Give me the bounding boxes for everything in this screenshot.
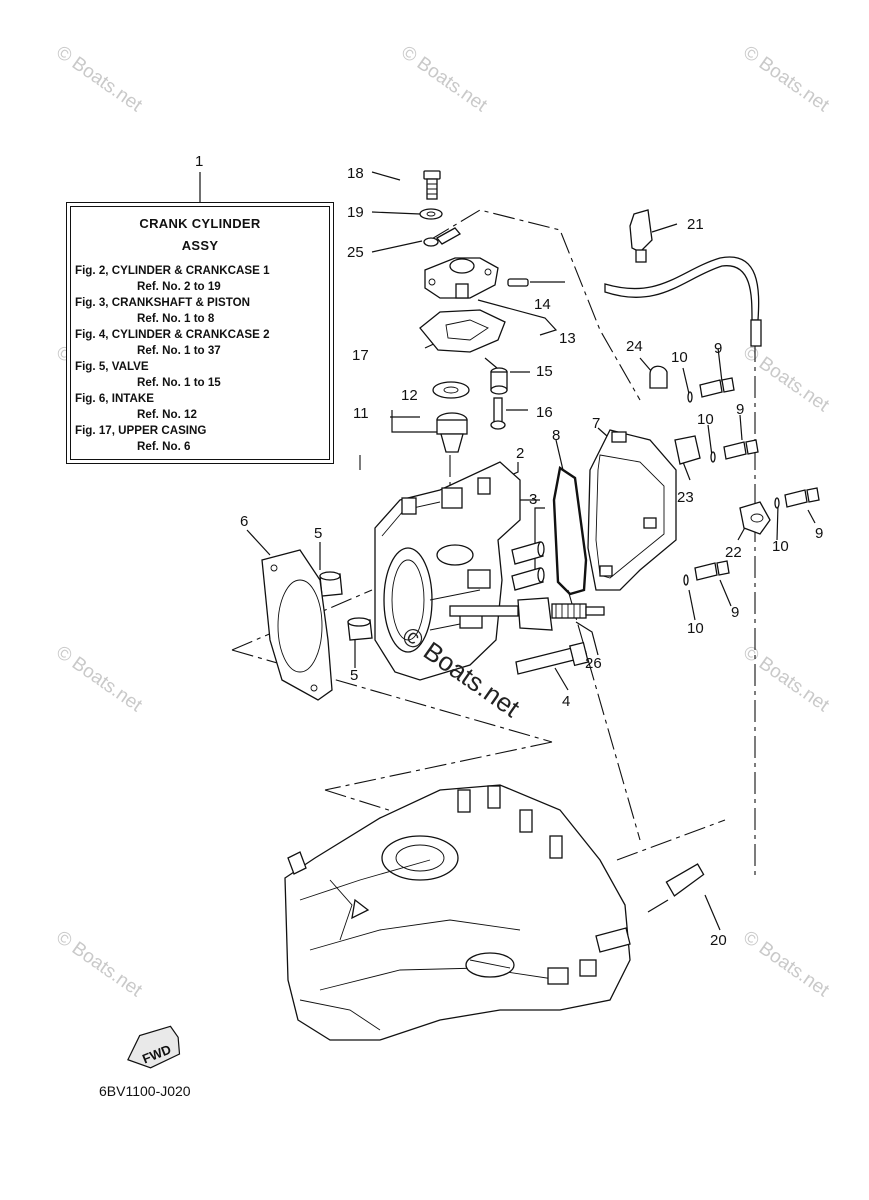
part-seal-12	[432, 381, 470, 399]
reference-ref-no: Ref. No. 1 to 15	[137, 376, 221, 389]
part-thermostat-11	[436, 412, 468, 453]
reference-fig: Fig. 6, INTAKE	[75, 392, 155, 405]
part-dowels-3	[511, 541, 545, 591]
part-collar-15	[490, 367, 508, 395]
callout-15: 15	[536, 363, 553, 380]
reference-ref-no: Ref. No. 1 to 8	[137, 312, 215, 325]
callout-13: 13	[559, 330, 576, 347]
callout-7: 7	[592, 415, 600, 432]
reference-fig: Fig. 4, CYLINDER & CRANKCASE 2	[75, 328, 270, 341]
watermark: © Boats.net	[52, 927, 146, 1002]
callout-16: 16	[536, 404, 553, 421]
crankcase-block	[284, 784, 631, 1041]
reference-ref-no: Ref. No. 12	[137, 408, 197, 421]
part-pin-14	[507, 278, 529, 287]
part-bolt-4	[515, 641, 589, 675]
part-hose-20	[604, 256, 762, 913]
callout-10: 10	[687, 620, 704, 637]
callout-9: 9	[714, 340, 722, 357]
part-bolts-9	[694, 377, 820, 581]
reference-ref-no: Ref. No. 2 to 19	[137, 280, 221, 293]
callout-2: 2	[516, 445, 524, 462]
part-head-gasket-6	[261, 549, 333, 701]
watermark: © Boats.net	[739, 927, 833, 1002]
reference-fig: Fig. 3, CRANKSHAFT & PISTON	[75, 296, 250, 309]
part-clamp-21	[629, 209, 653, 263]
callout-10: 10	[697, 411, 714, 428]
reference-ref-no: Ref. No. 6	[137, 440, 191, 453]
callout-12: 12	[401, 387, 418, 404]
callout-17: 17	[352, 347, 369, 364]
reference-title-line2: ASSY	[181, 238, 219, 253]
callout-9: 9	[815, 525, 823, 542]
callout-8: 8	[552, 427, 560, 444]
reference-box-title: CRANK CYLINDER ASSY	[67, 213, 333, 257]
reference-box: CRANK CYLINDER ASSY Fig. 2, CYLINDER & C…	[66, 202, 334, 464]
callout-26: 26	[585, 655, 602, 672]
part-cover-7	[587, 429, 677, 591]
callout-3: 3	[529, 491, 537, 508]
callout-20: 20	[710, 932, 727, 949]
reference-list: Fig. 2, CYLINDER & CRANKCASE 1 Ref. No. …	[75, 263, 327, 455]
part-thermostat-cover-13	[424, 257, 499, 299]
reference-fig: Fig. 2, CYLINDER & CRANKCASE 1	[75, 264, 270, 277]
callout-14: 14	[534, 296, 551, 313]
reference-fig: Fig. 17, UPPER CASING	[75, 424, 207, 437]
callout-9: 9	[731, 604, 739, 621]
callout-24: 24	[626, 338, 643, 355]
part-washers-10	[683, 391, 780, 586]
callout-19: 19	[347, 204, 364, 221]
watermark: © Boats.net	[52, 642, 146, 717]
callout-10: 10	[671, 349, 688, 366]
watermark: © Boats.net	[739, 342, 833, 417]
watermark: © Boats.net	[739, 642, 833, 717]
fwd-arrow-icon: FWD	[127, 1025, 181, 1069]
callout-9: 9	[736, 401, 744, 418]
diagram-code: 6BV1100-J020	[99, 1083, 191, 1099]
callout-5: 5	[314, 525, 322, 542]
reference-fig: Fig. 5, VALVE	[75, 360, 149, 373]
part-clip-23	[674, 435, 701, 465]
part-clip-22	[739, 501, 771, 535]
part-gasket-8	[552, 465, 588, 596]
part-dowels-5	[319, 571, 373, 641]
reference-box-inner-border	[70, 206, 330, 460]
reference-ref-no: Ref. No. 1 to 37	[137, 344, 221, 357]
callout-21: 21	[687, 216, 704, 233]
callout-numbers: 1 2 3 4 5 5 6 7 8 9 9 9 9 10 10 10 10 11…	[195, 153, 823, 949]
part-gasket-17	[419, 309, 506, 353]
watermark: © Boats.net	[739, 42, 833, 117]
part-spark-plug-26	[449, 597, 605, 631]
part-grommet-24	[649, 365, 668, 389]
part-bolt-16	[490, 397, 506, 430]
callout-5: 5	[350, 667, 358, 684]
callout-18: 18	[347, 165, 364, 182]
callout-25: 25	[347, 244, 364, 261]
reference-title-line1: CRANK CYLINDER	[139, 216, 261, 231]
part-terminal-25	[423, 227, 462, 247]
callout-10: 10	[772, 538, 789, 555]
part-cylinder-head-2	[374, 461, 521, 681]
part-bolt-18	[423, 170, 441, 200]
callout-23: 23	[677, 489, 694, 506]
callout-4: 4	[562, 693, 570, 710]
part-washer-19	[419, 208, 443, 220]
callout-6: 6	[240, 513, 248, 530]
callout-1: 1	[195, 153, 203, 170]
watermark: © Boats.net	[52, 42, 146, 117]
watermark: © Boats.net	[397, 42, 491, 117]
callout-11: 11	[353, 405, 369, 422]
callout-22: 22	[725, 544, 742, 561]
